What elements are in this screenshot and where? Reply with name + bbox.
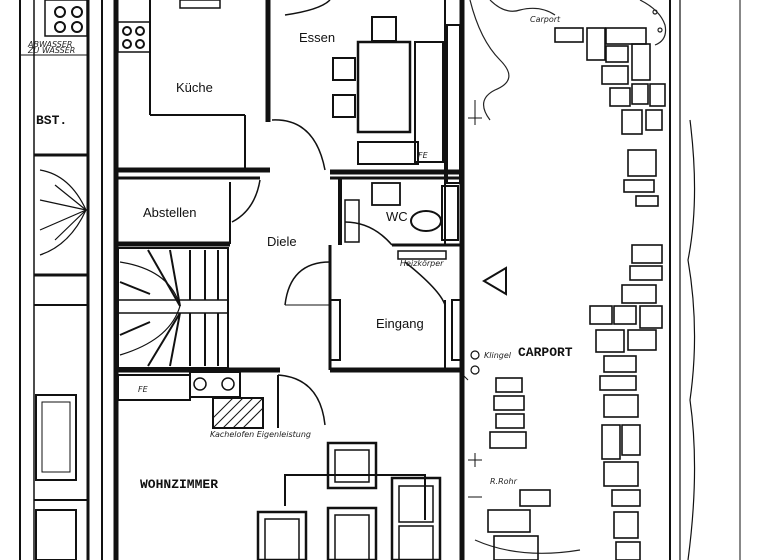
room-label-essen: Essen — [299, 30, 335, 45]
hedge-sketch — [469, 0, 667, 554]
room-label-abstellen: Abstellen — [143, 205, 196, 220]
annotation-abwasser: ABWASSER — [27, 40, 72, 49]
annotation-r-rohr: R.Rohr — [490, 477, 518, 486]
paving-stones — [487, 27, 666, 560]
annotation-wasser: ZU WASSER — [27, 46, 75, 55]
room-label-wc: WC — [386, 209, 408, 224]
room-label-wohnzimmer: WOHNZIMMER — [140, 477, 218, 492]
annotation-fe-wohn: FE — [138, 385, 149, 394]
annotation-kachelofen: Kachelofen Eigenleistung — [210, 430, 311, 439]
annotation-carport-small: Carport — [530, 15, 561, 24]
room-label-bst: BST. — [36, 113, 67, 128]
neighbor-stair — [34, 153, 88, 306]
annotation-klingel: Klingel — [484, 351, 512, 360]
room-label-diele: Diele — [267, 234, 297, 249]
annotation-heizkoerper: Heizkörper — [400, 259, 444, 268]
room-label-kueche: Küche — [176, 80, 213, 95]
room-label-eingang: Eingang — [376, 316, 424, 331]
room-label-carport: CARPORT — [518, 345, 573, 360]
annotation-fe-essen: FE — [418, 151, 429, 160]
